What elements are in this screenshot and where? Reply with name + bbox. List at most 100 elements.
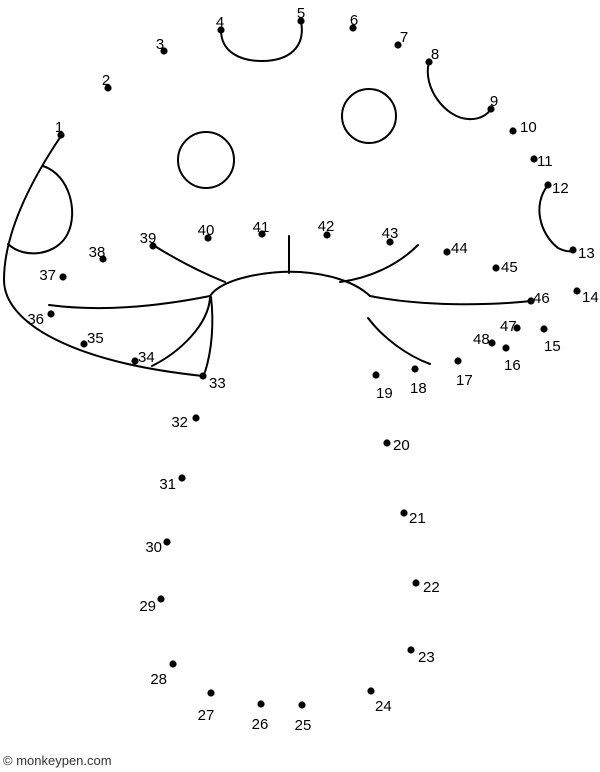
dot-43: 43 [382, 225, 398, 246]
dot-number: 39 [140, 230, 157, 247]
dot-number: 34 [138, 349, 155, 366]
dot-marker [80, 340, 88, 348]
dot-number: 20 [393, 437, 410, 454]
dot-marker [502, 344, 510, 352]
dot-number: 4 [216, 14, 224, 31]
dot-number: 32 [171, 414, 188, 431]
dot-number: 26 [252, 716, 269, 733]
dot-marker [573, 287, 581, 295]
dot-5: 5 [297, 5, 305, 25]
dot-number: 37 [39, 267, 56, 284]
dot-27: 27 [198, 689, 215, 724]
dot-number: 19 [376, 385, 393, 402]
cap-spot-right [341, 88, 397, 144]
dot-number: 36 [27, 311, 44, 328]
gill-rim [209, 270, 371, 297]
gill-34 [151, 297, 211, 367]
dot-number: 35 [87, 330, 104, 347]
cap-spot-left [177, 131, 235, 189]
dot-21: 21 [400, 509, 426, 527]
dot-number: 40 [198, 222, 215, 239]
dot-marker [157, 595, 165, 603]
dot-22: 22 [412, 579, 440, 596]
dot-35: 35 [80, 330, 104, 348]
dot-number: 38 [89, 244, 106, 261]
dot-marker [400, 509, 408, 517]
dot-20: 20 [383, 437, 410, 454]
pre-drawn-lines [3, 20, 574, 377]
dot-9: 9 [487, 93, 498, 113]
dot-marker [59, 273, 67, 281]
dot-number: 22 [423, 579, 440, 596]
dot-marker [257, 700, 265, 708]
dot-marker [57, 131, 65, 139]
dot-number: 23 [418, 649, 435, 666]
dot-marker [411, 365, 419, 373]
dot-45: 45 [492, 259, 518, 276]
dot-number: 44 [451, 240, 468, 257]
dot-number: 46 [533, 290, 550, 307]
dot-31: 31 [159, 474, 186, 493]
dot-37: 37 [39, 267, 67, 284]
dot-marker [412, 579, 420, 587]
dot-19: 19 [372, 371, 393, 402]
dot-marker [488, 339, 496, 347]
dot-6: 6 [349, 12, 358, 32]
arc-8-9 [426, 61, 492, 121]
dot-7: 7 [394, 29, 408, 49]
dot-marker [530, 155, 538, 163]
dot-29: 29 [139, 595, 165, 615]
dot-24: 24 [367, 687, 392, 715]
dot-marker [192, 414, 200, 422]
dot-marker [454, 357, 462, 365]
dot-38: 38 [89, 244, 107, 263]
dot-number: 24 [375, 698, 392, 715]
dot-number: 27 [198, 707, 215, 724]
dot-39: 39 [140, 230, 157, 250]
dot-marker [372, 371, 380, 379]
dot-marker [527, 297, 535, 305]
dot-marker [513, 324, 521, 332]
dot-number: 5 [297, 5, 305, 22]
gill-right-long [369, 295, 532, 306]
dot-11: 11 [530, 153, 553, 170]
dot-2: 2 [102, 72, 112, 92]
cap-left-spot [7, 165, 74, 255]
dot-number: 31 [159, 476, 176, 493]
dot-marker [492, 264, 500, 272]
dot-42: 42 [318, 218, 334, 239]
dot-marker [160, 47, 168, 55]
dot-marker [131, 357, 139, 365]
dot-number: 10 [520, 119, 537, 136]
dot-number: 28 [150, 671, 167, 688]
dot-number: 16 [504, 357, 521, 374]
dot-marker [207, 689, 215, 697]
dot-number: 13 [578, 245, 595, 262]
dot-10: 10 [509, 119, 537, 136]
dot-40: 40 [198, 222, 215, 242]
dot-marker [569, 246, 577, 254]
dot-marker [509, 127, 517, 135]
dot-marker [99, 255, 107, 263]
credit-text: © monkeypen.com [3, 753, 112, 768]
dot-number: 21 [409, 510, 426, 527]
dot-41: 41 [253, 219, 270, 238]
dot-marker [204, 234, 212, 242]
dot-marker [104, 84, 112, 92]
dot-number: 14 [582, 289, 599, 306]
dot-16: 16 [502, 344, 521, 374]
gill-left-long [48, 295, 211, 310]
dot-13: 13 [569, 245, 595, 262]
arc-12-13 [538, 184, 574, 253]
dot-number: 45 [501, 259, 518, 276]
dot-28: 28 [150, 660, 177, 688]
dot-47: 47 [500, 318, 521, 335]
dot-marker [217, 26, 225, 34]
dot-marker [487, 105, 495, 113]
dot-44: 44 [443, 240, 468, 257]
dot-number: 6 [350, 12, 358, 29]
dot-number: 18 [410, 380, 427, 397]
dot-number: 17 [456, 372, 473, 389]
dot-number: 41 [253, 219, 270, 236]
dot-marker [349, 24, 357, 32]
